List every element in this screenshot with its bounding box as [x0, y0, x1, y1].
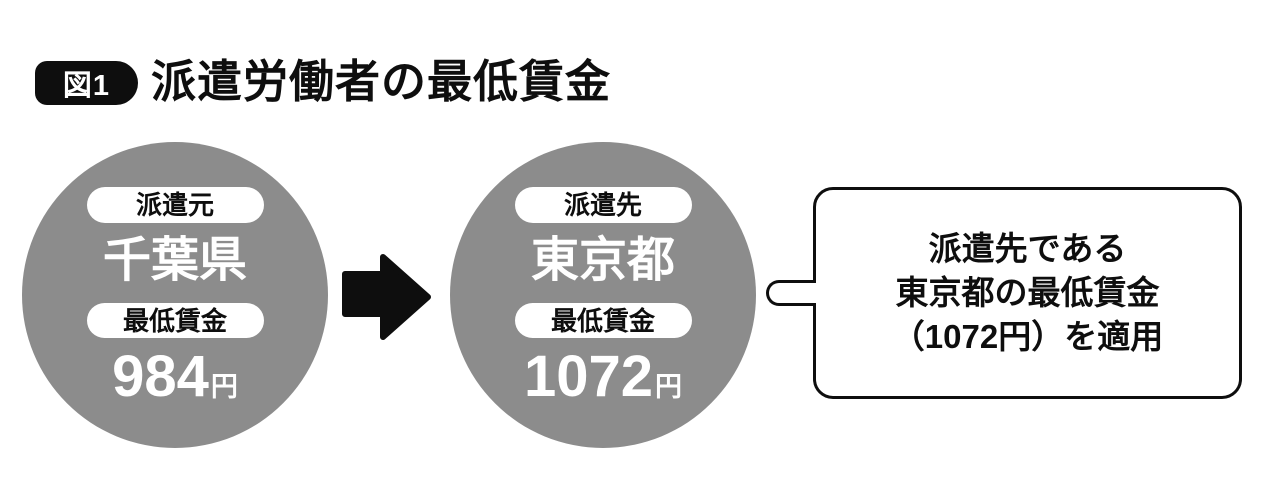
source-wage-unit: 円	[210, 372, 238, 402]
callout-line: （1072円）を適用	[891, 318, 1164, 356]
destination-wage-unit: 円	[655, 372, 683, 402]
destination-wage-value: 1072	[523, 344, 654, 409]
callout-connector	[766, 280, 816, 306]
destination-circle: 派遣先 東京都 最低賃金 1072円	[450, 142, 756, 448]
source-region-name: 千葉県	[102, 234, 247, 287]
callout-line: 派遣先である	[928, 229, 1127, 267]
callout-box: 派遣先である 東京都の最低賃金 （1072円）を適用	[813, 187, 1242, 399]
figure-number-label: 図1	[62, 70, 111, 102]
destination-role-pill: 派遣先	[514, 187, 692, 223]
source-wage-label: 最低賃金	[122, 305, 227, 336]
source-wage: 984円	[112, 348, 238, 406]
source-role-pill: 派遣元	[86, 187, 264, 223]
source-wage-value: 984	[112, 344, 209, 409]
destination-region-name: 東京都	[530, 234, 675, 287]
destination-wage-pill: 最低賃金	[514, 303, 692, 338]
source-circle: 派遣元 千葉県 最低賃金 984円	[22, 142, 328, 448]
right-arrow-icon	[342, 254, 431, 340]
destination-role-label: 派遣先	[563, 190, 642, 220]
figure-number-badge: 図1	[35, 61, 138, 105]
figure-title: 派遣労働者の最低賃金	[151, 56, 612, 107]
destination-wage: 1072円	[524, 348, 682, 406]
source-wage-pill: 最低賃金	[86, 303, 264, 338]
destination-wage-label: 最低賃金	[550, 305, 655, 336]
callout-line: 東京都の最低賃金	[895, 273, 1160, 311]
source-role-label: 派遣元	[135, 190, 214, 220]
